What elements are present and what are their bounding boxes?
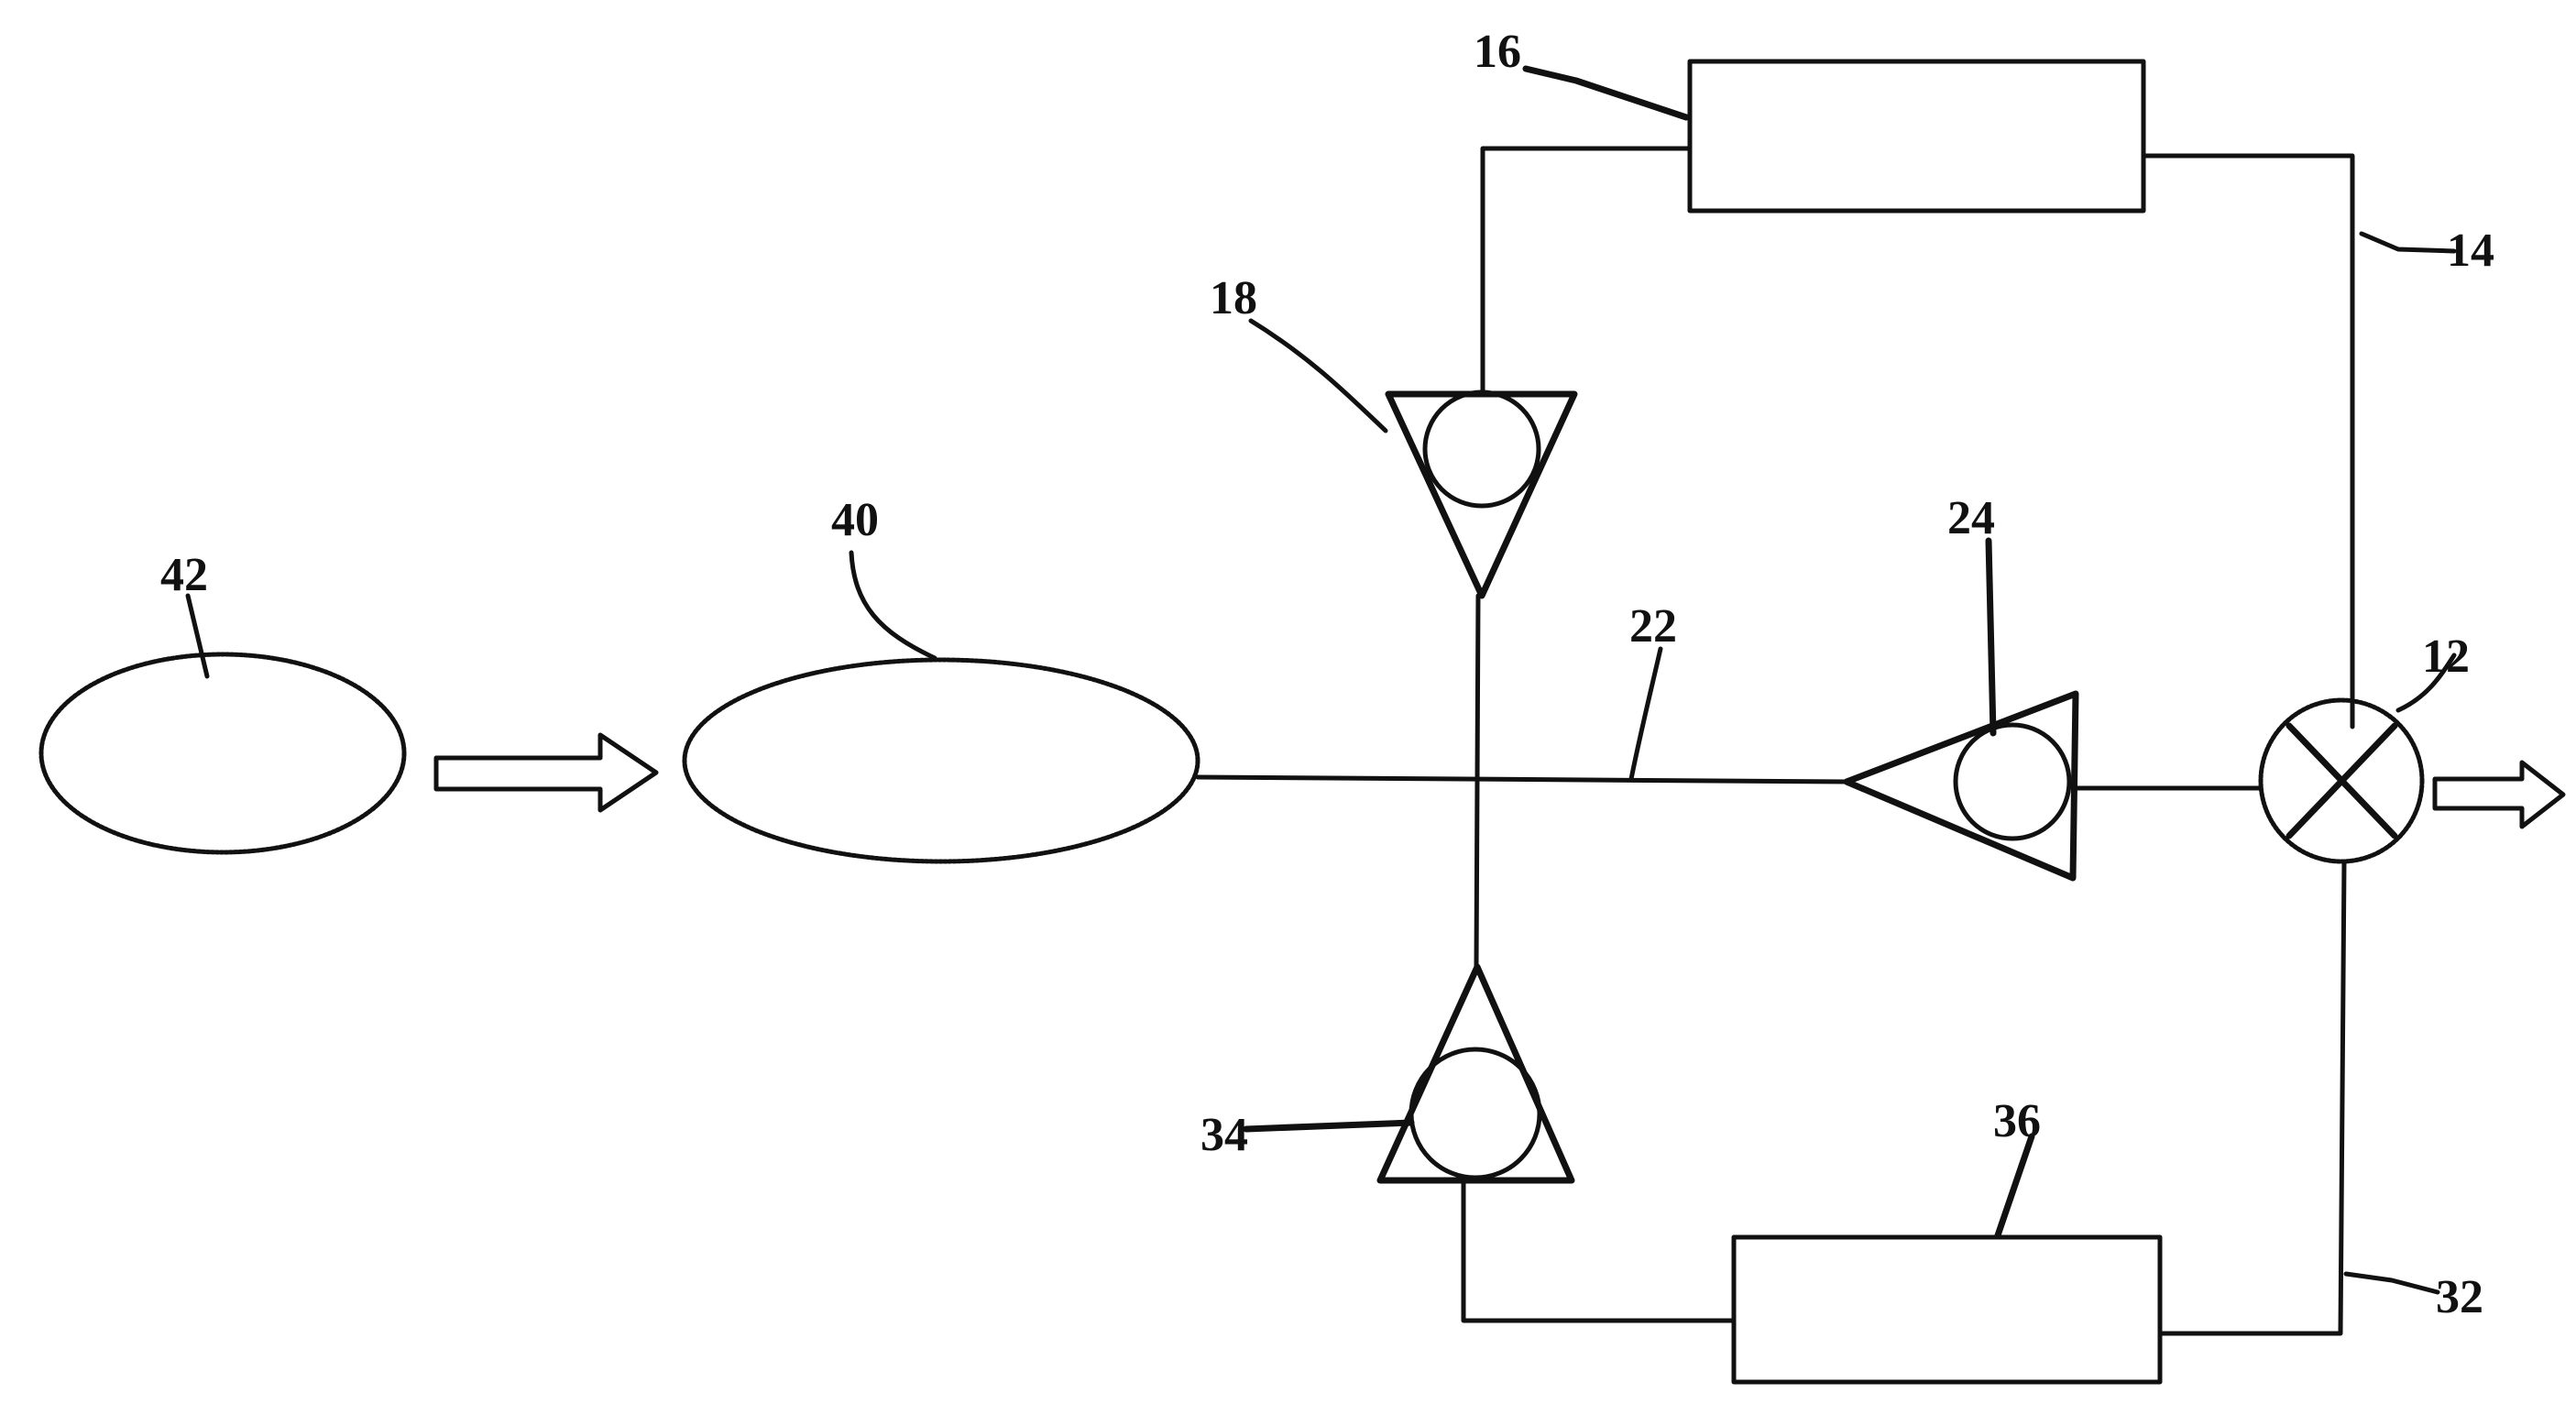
crossed-circle-12 — [2258, 697, 2425, 864]
circle-18 — [1422, 389, 1541, 509]
leader-32 — [2343, 1271, 2440, 1295]
line-22 — [1195, 774, 1849, 784]
leader-18 — [1248, 318, 1388, 433]
leader-16 — [1522, 65, 1690, 121]
label-16: 16 — [1474, 26, 1521, 78]
cross-12 — [2286, 722, 2398, 839]
leader-22 — [1628, 646, 1663, 782]
label-32: 32 — [2436, 1271, 2483, 1323]
leader-40 — [849, 550, 937, 661]
loop-32 — [1461, 859, 2347, 1336]
label-18: 18 — [1210, 272, 1257, 324]
label-40: 40 — [831, 494, 879, 546]
flow-arrow-right — [2432, 760, 2566, 829]
leader-12 — [2395, 653, 2457, 713]
leader-24 — [1985, 537, 1997, 737]
leader-14 — [2359, 231, 2457, 254]
loop-14 — [1480, 146, 2355, 729]
vertical-spine — [1474, 593, 1481, 970]
block-36 — [1731, 1234, 2163, 1385]
leader-34 — [1243, 1119, 1415, 1133]
leader-42 — [185, 593, 210, 679]
ellipse-42 — [38, 652, 407, 855]
circle-34 — [1409, 1047, 1542, 1180]
block-16 — [1687, 59, 2146, 214]
triangle-18 — [1385, 390, 1578, 599]
label-22: 22 — [1629, 600, 1677, 653]
label-36: 36 — [1993, 1095, 2041, 1147]
triangle-34 — [1376, 963, 1575, 1184]
circle-24 — [1953, 722, 2072, 841]
leader-36 — [1994, 1133, 2035, 1239]
label-24: 24 — [1947, 492, 1995, 544]
label-34: 34 — [1200, 1109, 1248, 1161]
label-42: 42 — [160, 549, 208, 601]
label-14: 14 — [2447, 225, 2494, 277]
flow-arrow-left — [433, 732, 659, 813]
ellipse-40 — [682, 657, 1200, 864]
label-12: 12 — [2422, 631, 2470, 683]
triangle-24 — [1843, 690, 2079, 882]
